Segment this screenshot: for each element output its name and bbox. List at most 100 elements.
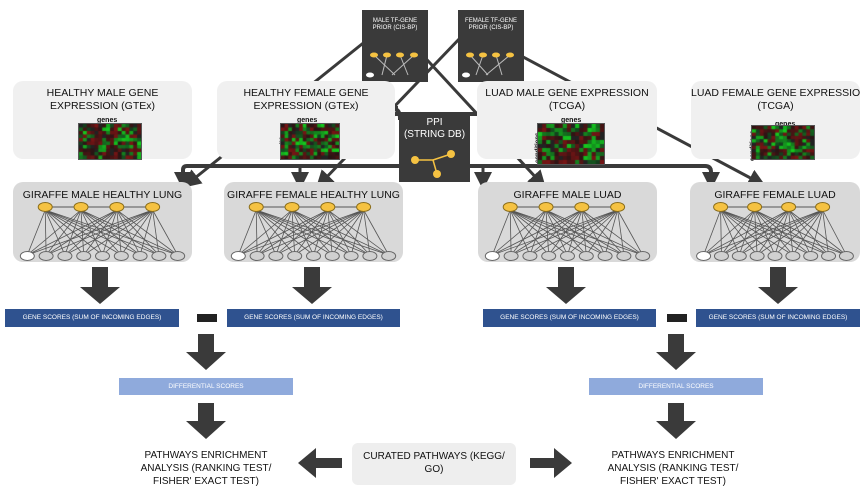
ppi-network-icon xyxy=(411,150,455,178)
tf-node xyxy=(713,202,729,212)
network-edge xyxy=(255,209,296,256)
network-edge xyxy=(331,209,364,256)
network-edge xyxy=(510,209,606,256)
network-edge xyxy=(139,209,154,256)
differential-scores-healthy: DIFFERENTIAL SCORES xyxy=(119,378,293,395)
network-edge xyxy=(255,209,258,256)
expression-title-line1: HEALTHY FEMALE GENE xyxy=(243,87,369,99)
network-edge xyxy=(703,209,755,256)
network-edge xyxy=(294,209,364,256)
gene-node xyxy=(249,251,265,261)
gene-node xyxy=(597,251,613,261)
block-arrow-right xyxy=(530,448,572,478)
network-edge xyxy=(720,209,740,256)
tf-node xyxy=(574,202,590,212)
network-edge xyxy=(756,209,823,256)
network-edge xyxy=(275,209,293,256)
network-edge xyxy=(720,209,847,256)
genes-label: genes xyxy=(297,117,318,124)
network-edge xyxy=(64,209,82,256)
network-edge xyxy=(545,209,606,256)
block-arrow-down-1 xyxy=(80,267,120,304)
gene-node xyxy=(785,251,801,261)
network-edge xyxy=(255,209,314,256)
gene-node xyxy=(838,251,854,261)
network-edge xyxy=(102,209,118,256)
network-edge xyxy=(256,209,293,256)
heatmap-thumbnail xyxy=(78,123,142,160)
network-edge xyxy=(80,209,85,256)
network-edge xyxy=(703,209,823,256)
tf-node xyxy=(502,202,518,212)
network-edge xyxy=(327,209,352,256)
network-edge xyxy=(545,209,568,256)
network-edge xyxy=(545,209,643,256)
network-edge xyxy=(238,209,364,256)
network-edge xyxy=(754,209,847,256)
network-edge xyxy=(720,209,758,256)
network-edge xyxy=(774,209,823,256)
network-edge xyxy=(291,209,371,256)
gene-scores-bar-4: GENE SCORES (SUM OF INCOMING EDGES) xyxy=(696,309,860,327)
network-edge xyxy=(80,209,160,256)
expression-box-healthy-male: HEALTHY MALE GENE EXPRESSION (GTEx) gene… xyxy=(13,81,192,160)
network-edge xyxy=(27,209,82,256)
network-edge xyxy=(45,209,141,256)
enrichment-line1: PATHWAYS ENRICHMENT xyxy=(144,450,268,461)
gene-node xyxy=(230,251,246,261)
gene-node xyxy=(19,251,35,261)
female-prior-network-icon xyxy=(462,52,514,78)
gene-node xyxy=(821,251,837,261)
network-edge xyxy=(510,209,587,256)
network-edge xyxy=(116,209,122,256)
network-edge xyxy=(363,209,371,256)
gene-scores-bar-1: GENE SCORES (SUM OF INCOMING EDGES) xyxy=(5,309,179,327)
network-edge xyxy=(754,209,829,256)
network-edge xyxy=(721,209,823,256)
network-edge xyxy=(703,209,789,256)
network-edge xyxy=(327,209,371,256)
network-edge xyxy=(26,209,46,256)
network-edge xyxy=(567,209,618,256)
gene-node xyxy=(616,251,632,261)
network-edge xyxy=(45,209,178,256)
network-edge xyxy=(44,209,66,256)
enrichment-line3: FISHER' EXACT TEST) xyxy=(152,476,259,487)
gene-node xyxy=(76,251,92,261)
network-edge xyxy=(44,209,103,256)
network-edge xyxy=(291,209,389,256)
network-edge xyxy=(102,209,153,256)
tf-node xyxy=(610,202,626,212)
network-edge xyxy=(754,209,758,256)
network-edge xyxy=(754,209,776,256)
gene-node xyxy=(95,251,110,261)
network-edge xyxy=(545,209,587,256)
network-edge xyxy=(256,209,352,256)
network-edge xyxy=(792,209,823,256)
gene-node xyxy=(803,251,819,261)
network-edge xyxy=(291,209,296,256)
enrichment-analysis-healthy: PATHWAYS ENRICHMENT ANALYSIS (RANKING TE… xyxy=(131,449,281,488)
enrichment-line2: ANALYSIS (RANKING TEST/ xyxy=(140,463,272,474)
gene-node xyxy=(287,251,303,261)
network-edge xyxy=(581,209,606,256)
gene-node xyxy=(57,251,73,261)
tf-node xyxy=(538,202,554,212)
tf-node xyxy=(815,202,831,212)
network-edge xyxy=(255,209,277,256)
network-edge xyxy=(256,209,329,256)
network-edge xyxy=(238,209,293,256)
gene-node xyxy=(306,251,321,261)
network-edge xyxy=(510,209,583,256)
gene-node xyxy=(767,251,783,261)
network-edge xyxy=(509,209,568,256)
tf-node xyxy=(320,202,336,212)
male-prior-network-icon xyxy=(366,52,418,78)
network-edge xyxy=(585,209,618,256)
network-edge xyxy=(291,209,314,256)
gene-node xyxy=(170,251,186,261)
heatmap-thumbnail xyxy=(751,125,815,160)
network-edge xyxy=(492,209,582,256)
network-edge xyxy=(45,209,82,256)
network-edge xyxy=(581,209,643,256)
